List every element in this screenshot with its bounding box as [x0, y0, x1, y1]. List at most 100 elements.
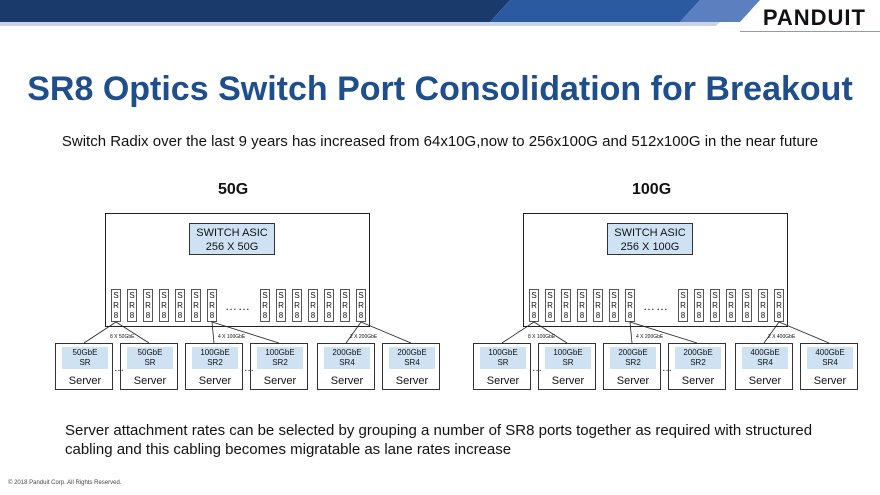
optic-rate: 400GbE — [815, 348, 845, 357]
server-label: Server — [616, 375, 650, 387]
server-label: Server — [748, 375, 782, 387]
connector-line — [763, 321, 780, 344]
header-banner — [0, 0, 880, 32]
sr8-port: S R 8 — [678, 289, 688, 322]
optic-type: SR2 — [690, 358, 706, 367]
optic-type: SR2 — [625, 358, 641, 367]
sr8-port: S R 8 — [324, 289, 334, 322]
breakout-label: 8 X 50GbE — [110, 334, 135, 340]
breakout-label: 8 X 100GbE — [528, 334, 556, 340]
server-label: Server — [395, 375, 429, 387]
server-ellipsis: … — [532, 363, 542, 374]
copyright-footer: © 2018 Panduit Corp. All Rights Reserved… — [8, 480, 122, 486]
breakout-connectors — [501, 321, 830, 344]
optic-rate: 50GbE — [72, 348, 98, 357]
body-text: Server attachment rates can be selected … — [65, 422, 813, 458]
sr8-port: S R 8 — [111, 289, 121, 322]
page-subtitle: Switch Radix over the last 9 years has i… — [61, 133, 819, 150]
server-ellipsis: … — [244, 363, 254, 374]
server-label: Server — [68, 375, 102, 387]
sr8-port: S R 8 — [561, 289, 571, 322]
sr8-port: S R 8 — [191, 289, 201, 322]
optic-rate: 100GbE — [200, 348, 230, 357]
optic-rate: 200GbE — [618, 348, 648, 357]
optic-type: SR2 — [207, 358, 223, 367]
connector-line — [629, 321, 633, 344]
port-ellipsis: …… — [643, 299, 669, 313]
diagram-50g-label: 50G — [218, 181, 249, 198]
connector-line — [211, 321, 215, 344]
optic-type: SR — [497, 358, 509, 367]
server-label: Server — [681, 375, 715, 387]
connector-line — [501, 321, 535, 344]
connector-line — [629, 321, 698, 344]
server-label: Server — [813, 375, 847, 387]
server-label: Server — [551, 375, 585, 387]
connector-line — [83, 321, 117, 344]
optic-type: SR — [144, 358, 156, 367]
connector-line — [115, 321, 150, 344]
optic-type: SR — [562, 358, 574, 367]
optic-type: SR — [79, 358, 91, 367]
sr8-port: S R 8 — [726, 289, 736, 322]
asic-capacity: 256 X 50G — [205, 241, 259, 253]
diagram-100g: SWITCH ASIC 256 X 100G S R 8 S R 8 S R 8 S R … — [468, 205, 858, 405]
sr8-port: S R 8 — [710, 289, 720, 322]
breakout-label: 2 X 200GbE — [350, 334, 378, 340]
sr8-port: S R 8 — [742, 289, 752, 322]
sr8-port: S R 8 — [340, 289, 350, 322]
asic-title: SWITCH ASIC — [614, 227, 686, 239]
optic-type: SR4 — [822, 358, 838, 367]
sr8-port: S R 8 — [577, 289, 587, 322]
sr8-port: S R 8 — [609, 289, 619, 322]
sr8-port: S R 8 — [143, 289, 153, 322]
connector-line — [345, 321, 362, 344]
optic-rate: 200GbE — [397, 348, 427, 357]
sr8-port: S R 8 — [774, 289, 784, 322]
breakout-label: 4 X 100GbE — [218, 334, 246, 340]
diagram-100g-label: 100G — [632, 181, 672, 198]
sr8-port: S R 8 — [260, 289, 270, 322]
server-label: Server — [330, 375, 364, 387]
breakout-label: 4 X 200GbE — [636, 334, 664, 340]
optic-rate: 100GbE — [553, 348, 583, 357]
panduit-logo: PANDUIT — [762, 5, 866, 30]
sr8-port: S R 8 — [593, 289, 603, 322]
optic-type: SR4 — [757, 358, 773, 367]
breakout-connectors — [83, 321, 412, 344]
sr8-port: S R 8 — [545, 289, 555, 322]
sr8-port: S R 8 — [625, 289, 635, 322]
optic-rate: 400GbE — [750, 348, 780, 357]
optic-rate: 200GbE — [332, 348, 362, 357]
sr8-port: S R 8 — [292, 289, 302, 322]
switch-asic: SWITCH ASIC 256 X 100G — [607, 223, 693, 255]
optic-rate: 100GbE — [265, 348, 295, 357]
asic-capacity: 256 X 100G — [620, 241, 680, 253]
diagram-50g: SWITCH ASIC 256 X 50G S R 8 S R 8 S R 8 S R 8… — [50, 205, 440, 405]
server-ellipsis: … — [114, 363, 124, 374]
sr8-port: S R 8 — [159, 289, 169, 322]
sr8-port: S R 8 — [694, 289, 704, 322]
connector-line — [360, 321, 412, 344]
asic-title: SWITCH ASIC — [196, 227, 268, 239]
